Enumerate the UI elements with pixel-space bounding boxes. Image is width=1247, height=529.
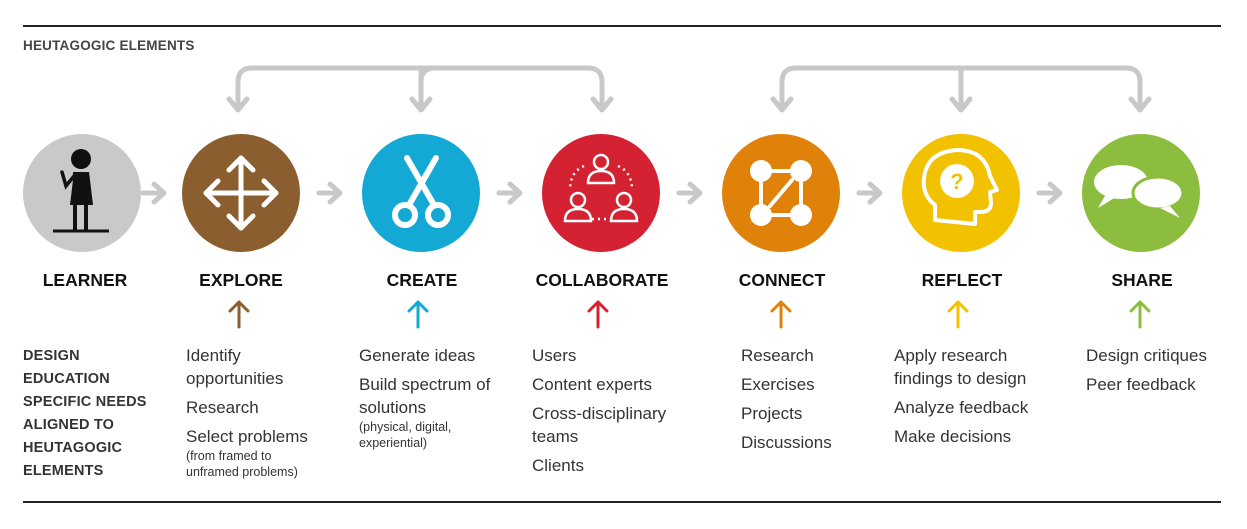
svg-text:?: ? [950, 169, 963, 194]
activity-item: Design critiques [1086, 346, 1207, 365]
create-circle [362, 134, 480, 252]
feedback-arrowhead-collaborate [590, 96, 614, 113]
activity-item: Peer feedback [1086, 375, 1196, 394]
connect-activities: Research Exercises Projects Discussions [741, 344, 871, 460]
up-arrow-connect [770, 300, 792, 329]
flow-arrow-6 [1036, 181, 1063, 205]
share-activities: Design critiques Peer feedback [1086, 344, 1236, 402]
flow-arrow-2 [316, 181, 343, 205]
feedback-branch-create [418, 65, 438, 111]
feedback-arrowhead-explore [226, 96, 250, 113]
stage-label-explore: EXPLORE [199, 270, 283, 290]
learner-description-line: SPECIFIC NEEDS [23, 394, 147, 410]
up-arrow-collaborate [587, 300, 609, 329]
bottom-rule [23, 501, 1221, 503]
collaborate-circle [542, 134, 660, 252]
activity-note: (physical, digital, experiential) [359, 420, 452, 450]
explore-activities: Identify opportunities Research Select p… [186, 344, 336, 486]
connected-nodes-icon [750, 160, 812, 226]
four-way-arrows-icon [203, 155, 279, 231]
stage-up-arrows [228, 300, 1151, 329]
activity-item: Exercises [741, 375, 815, 394]
learner-description-line: ALIGNED TO [23, 417, 115, 433]
learner-description-line: ELEMENTS [23, 463, 104, 479]
activity-item: Discussions [741, 433, 832, 452]
activity-item: Identify opportunities [186, 346, 284, 388]
activity-item: Research [186, 398, 259, 417]
collaborate-activities: Users Content experts Cross-disciplinary… [532, 344, 692, 483]
activity-item: Build spectrum of solutions [359, 375, 491, 417]
activity-note: (from framed to unframed problems) [186, 449, 298, 479]
learner-description-line: DESIGN [23, 348, 80, 364]
create-activities: Generate ideas Build spectrum of solutio… [359, 344, 499, 457]
activity-item: Projects [741, 404, 803, 423]
diagram-heading: HEUTAGOGIC ELEMENTS [23, 38, 195, 53]
flow-arrow-5 [856, 181, 883, 205]
stage-label-create: CREATE [386, 270, 458, 290]
learner-description: DESIGN EDUCATION SPECIFIC NEEDS ALIGNED … [23, 345, 173, 483]
scissors-icon [392, 155, 451, 228]
up-arrow-explore [228, 300, 250, 329]
top-rule [23, 25, 1221, 27]
flow-arrow-1 [140, 181, 167, 205]
up-arrow-reflect [947, 300, 969, 329]
up-arrow-create [407, 300, 429, 329]
activity-item: Research [741, 346, 814, 365]
activity-item: Clients [532, 456, 584, 475]
up-arrow-share [1129, 300, 1151, 329]
learner-label: LEARNER [42, 270, 128, 290]
speech-bubbles-icon [1094, 165, 1185, 218]
people-network-icon [563, 153, 639, 223]
learner-description-line: EDUCATION [23, 371, 110, 387]
stage-label-reflect: REFLECT [921, 270, 1003, 290]
learner-description-line: HEUTAGOGIC [23, 440, 123, 456]
activity-item: Content experts [532, 375, 653, 394]
feedback-arrowhead-reflect [949, 96, 973, 113]
feedback-arrowhead-create [409, 96, 433, 113]
stage-label-share: SHARE [1111, 270, 1173, 290]
head-question-icon: ? [921, 148, 999, 226]
feedback-connectors [226, 65, 1152, 113]
feedback-arrowhead-connect [770, 96, 794, 113]
activity-item: Analyze feedback [894, 398, 1029, 417]
activity-item: Select problems [186, 427, 308, 446]
reflect-activities: Apply research findings to design Analyz… [894, 344, 1069, 454]
activity-item: Cross-disciplinary teams [532, 404, 667, 446]
activity-item: Apply research findings to design [894, 346, 1027, 388]
person-icon [53, 149, 109, 233]
flow-arrow-4 [676, 181, 703, 205]
stage-label-collaborate: COLLABORATE [535, 270, 669, 290]
flow-arrow-3 [496, 181, 523, 205]
activity-item: Users [532, 346, 577, 365]
flow-arrows [140, 181, 1063, 205]
activity-item: Make decisions [894, 427, 1012, 446]
activity-item: Generate ideas [359, 346, 476, 365]
stage-label-connect: CONNECT [738, 270, 826, 290]
feedback-arrowhead-share [1128, 96, 1152, 113]
